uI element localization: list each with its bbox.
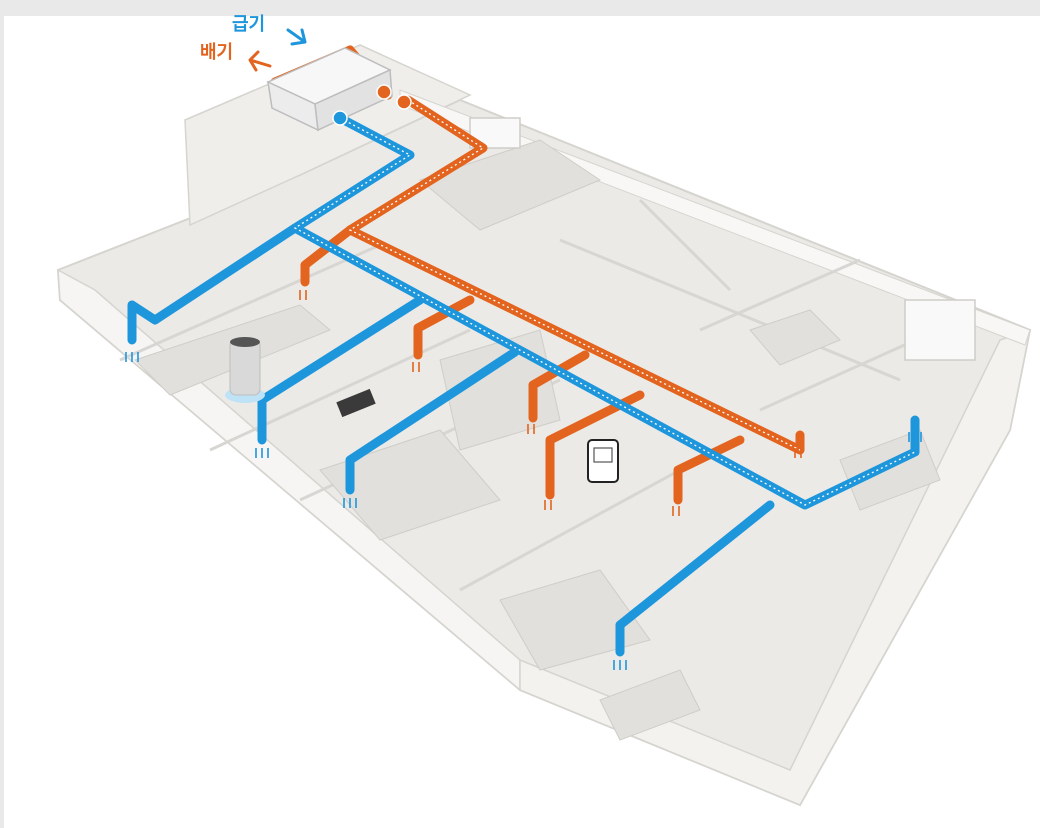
left-margin-bar (0, 16, 4, 828)
controller-screen (593, 447, 613, 463)
supply-duct-branch (345, 347, 520, 495)
exhaust-air-vent-icon (412, 362, 420, 372)
exhaust-duct-branch (528, 350, 590, 423)
exhaust-flow-line (348, 99, 801, 451)
purifier-body (229, 339, 261, 396)
wall-line (209, 328, 471, 452)
unit-port-exhaust (376, 84, 392, 100)
desk (599, 669, 701, 741)
supply-air-vent-icon (125, 352, 139, 362)
bathtub (749, 309, 841, 366)
wall-line (559, 238, 901, 382)
top-margin-bar (0, 0, 1040, 16)
kitchen-counter (418, 139, 602, 231)
wall-controller-icon (587, 439, 619, 483)
exhaust-air-vent-icon (544, 500, 552, 510)
supply-flow-lines (293, 117, 916, 506)
wall-line (699, 258, 861, 332)
supply-duct-branch (127, 223, 300, 345)
supply-air-vent-icon (343, 498, 357, 508)
supply-air-vent-icon (613, 660, 627, 670)
wall-line (119, 243, 381, 362)
supply-air-vent-icon (908, 432, 922, 442)
supply-duct-branch (615, 500, 775, 657)
supply-vents (125, 352, 922, 670)
supply-duct-branch (257, 295, 425, 445)
supply-air-label: 급기 (232, 14, 266, 35)
exhaust-out-arrow-icon (248, 50, 272, 72)
controller-body (587, 439, 619, 483)
windows (469, 117, 976, 361)
exhaust-air-vent-icon (527, 424, 535, 434)
supply-flow-line (293, 117, 916, 506)
supply-air-vent-icon (255, 448, 269, 458)
exhaust-flow-lines (348, 99, 801, 451)
unit-port-supply (332, 110, 348, 126)
exhaust-air-vent-icon (672, 506, 680, 516)
air-purifier-icon (225, 337, 265, 403)
exhaust-air-vent-icon (794, 448, 802, 458)
flow-arrow-icon (396, 94, 412, 110)
bed-second (499, 569, 651, 671)
bed-master (319, 429, 501, 541)
purifier-top (230, 337, 260, 347)
exhaust-duct-branch (673, 435, 745, 505)
tv-panel (336, 388, 376, 418)
exhaust-duct-branch (300, 225, 355, 287)
wall-line (459, 468, 681, 592)
exhaust-air-vent-icon (299, 290, 307, 300)
exhaust-duct-branch (545, 390, 645, 500)
exhaust-air-label: 배기 (200, 42, 234, 63)
window (904, 299, 976, 361)
outside-air-arrows (248, 28, 307, 72)
heat-recovery-ventilator-icon (266, 47, 412, 132)
wall-line (638, 198, 732, 292)
exhaust-vents (299, 290, 802, 516)
supply-intake-arrow-icon (286, 28, 307, 46)
